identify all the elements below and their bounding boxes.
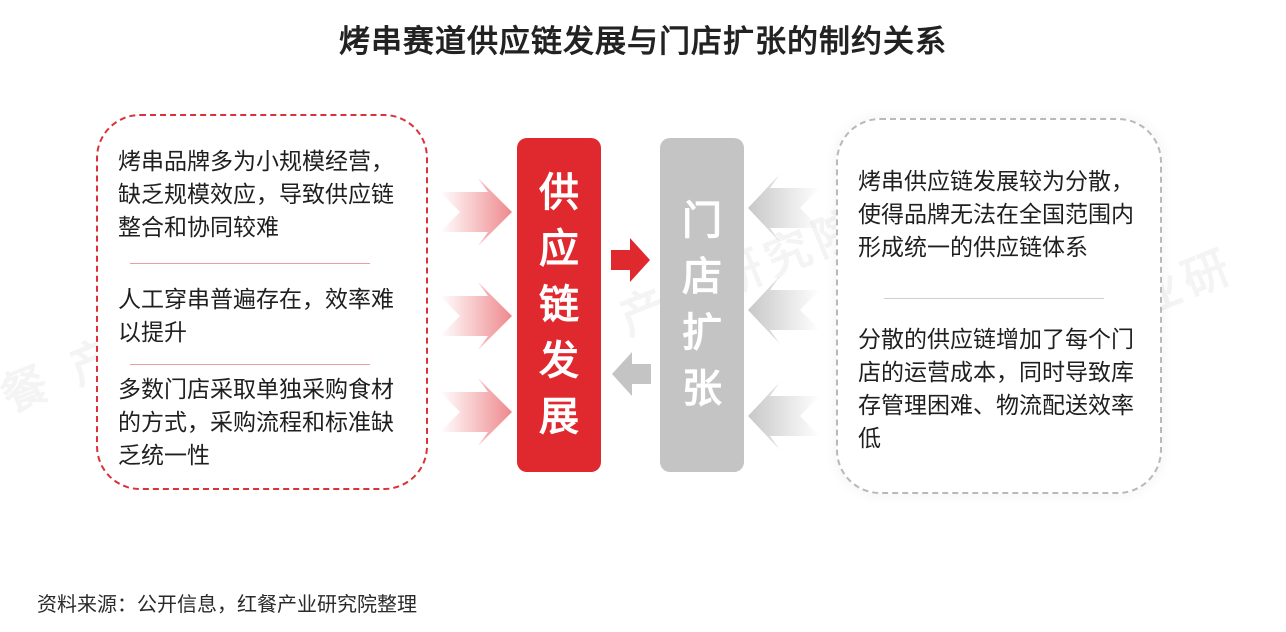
left-item-2: 人工穿串普遍存在，效率难以提升 [118, 287, 394, 346]
right-item-1: 烤串供应链发展较为分散，使得品牌无法在全国范围内形成统一的供应链体系 [858, 169, 1134, 261]
supply-chain-column: 供应链发展 [517, 138, 601, 472]
source-note: 资料来源：公开信息，红餐产业研究院整理 [37, 592, 417, 616]
left-divider-2 [130, 364, 370, 365]
supply-chain-label: 供应链发展 [539, 170, 579, 440]
right-arrow-1-icon [748, 174, 820, 242]
store-expansion-label: 门店扩张 [682, 198, 722, 412]
center-arrow-left-icon [612, 352, 651, 396]
left-item-1: 烤串品牌多为小规模经营，缺乏规模效应，导致供应链整合和协同较难 [118, 149, 394, 241]
diagram-title: 烤串赛道供应链发展与门店扩张的制约关系 [339, 24, 947, 60]
left-arrow-3-icon [440, 378, 512, 446]
store-expansion-column: 门店扩张 [660, 138, 744, 472]
right-item-2: 分散的供应链增加了每个门店的运营成本，同时导致库存管理困难、物流配送效率低 [858, 327, 1134, 452]
left-causes-box [96, 114, 428, 490]
right-divider [884, 298, 1104, 299]
left-item-3: 多数门店采取单独采购食材的方式，采购流程和标准缺乏统一性 [118, 377, 394, 469]
left-divider-1 [130, 263, 370, 264]
left-arrow-1-icon [440, 178, 512, 246]
right-arrow-3-icon [748, 382, 820, 450]
left-arrow-2-icon [440, 282, 512, 350]
center-arrow-right-icon [611, 238, 650, 282]
right-arrow-2-icon [748, 276, 820, 344]
right-causes-box [836, 118, 1162, 494]
